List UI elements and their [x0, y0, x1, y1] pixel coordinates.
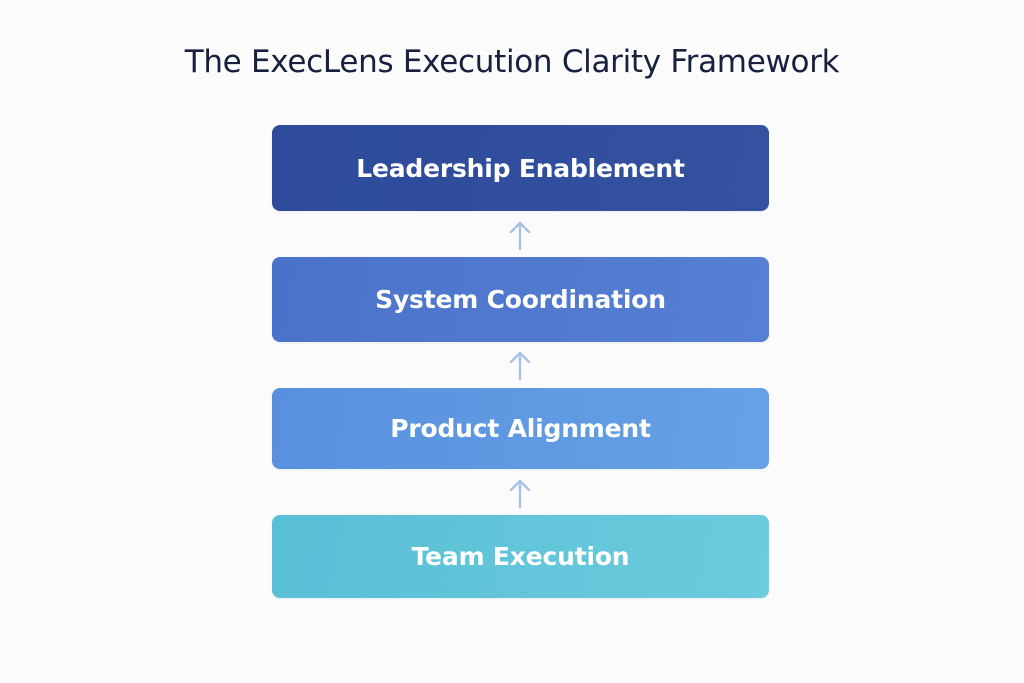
diagram-title: The ExecLens Execution Clarity Framework: [184, 44, 840, 80]
layer-product-alignment: Product Alignment: [272, 388, 769, 469]
layer-system-coordination: System Coordination: [272, 257, 769, 342]
layer-label: Product Alignment: [390, 414, 651, 443]
layer-label: Team Execution: [411, 542, 630, 571]
layer-label: System Coordination: [375, 285, 666, 314]
layer-label: Leadership Enablement: [356, 153, 685, 183]
layer-team-execution: Team Execution: [272, 515, 769, 598]
arrow-up-icon: [509, 221, 531, 251]
arrow-up-icon: [509, 351, 531, 381]
arrow-up-icon: [509, 479, 531, 509]
layer-leadership-enablement: Leadership Enablement: [272, 125, 769, 211]
